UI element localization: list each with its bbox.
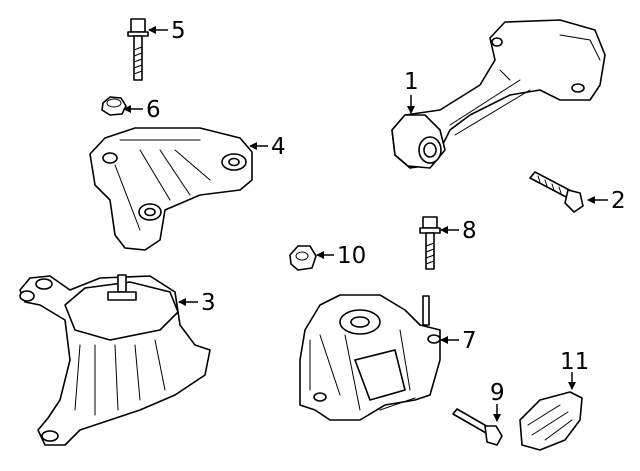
nut-part-6[interactable] bbox=[101, 96, 127, 116]
callout-9: 9 bbox=[490, 380, 505, 406]
bolt-part-8[interactable] bbox=[419, 216, 441, 270]
callout-8: 8 bbox=[462, 218, 477, 244]
torque-rod-part-1[interactable] bbox=[391, 19, 606, 169]
callout-7: 7 bbox=[462, 328, 477, 354]
bolt-part-5[interactable] bbox=[127, 18, 149, 81]
mount-assembly-part-7[interactable] bbox=[299, 294, 441, 421]
callout-4: 4 bbox=[271, 134, 286, 160]
callout-1: 1 bbox=[404, 69, 419, 95]
callout-5: 5 bbox=[171, 18, 186, 44]
callout-10: 10 bbox=[337, 243, 366, 269]
callout-2: 2 bbox=[611, 188, 626, 214]
callout-leaders bbox=[123, 26, 608, 422]
bolt-part-2[interactable] bbox=[529, 171, 584, 213]
bolt-part-9[interactable] bbox=[452, 408, 503, 446]
callout-6: 6 bbox=[146, 97, 161, 123]
nut-part-10[interactable] bbox=[289, 245, 317, 271]
engine-mount-part-3[interactable] bbox=[19, 274, 211, 446]
bracket-part-4[interactable] bbox=[89, 127, 253, 251]
callout-11: 11 bbox=[560, 349, 589, 375]
callout-3: 3 bbox=[201, 290, 216, 316]
cover-part-11[interactable] bbox=[519, 391, 583, 451]
